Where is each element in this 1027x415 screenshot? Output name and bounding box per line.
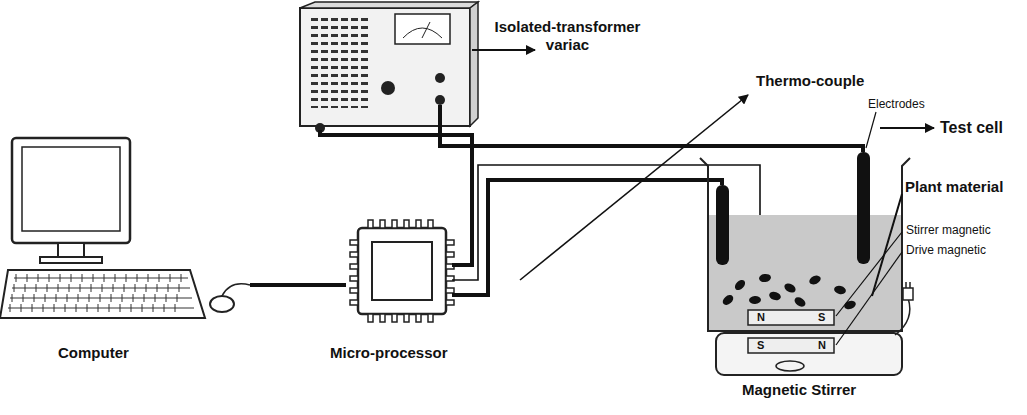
test-cell-illustration bbox=[700, 152, 913, 375]
part-label: Thermo-couple bbox=[756, 72, 864, 90]
pole-letter: S bbox=[757, 339, 764, 352]
part-label: Micro-processor bbox=[330, 344, 448, 362]
computer-illustration bbox=[0, 138, 250, 318]
pole-letter: S bbox=[818, 311, 825, 324]
part-label: Computer bbox=[58, 344, 129, 362]
part-label: Magnetic Stirrer bbox=[742, 381, 856, 399]
part-label: Stirrer magnetic bbox=[906, 223, 991, 237]
microprocessor-illustration bbox=[350, 220, 454, 322]
part-label: Drive magnetic bbox=[906, 243, 986, 257]
leader-arrow bbox=[472, 49, 535, 51]
variac-illustration bbox=[300, 2, 478, 133]
pole-letter: N bbox=[818, 339, 826, 352]
part-label: Isolated-transformer variac bbox=[485, 18, 650, 54]
part-label: Test cell bbox=[940, 118, 1003, 137]
part-label: Electrodes bbox=[868, 97, 925, 111]
pole-letter: N bbox=[757, 311, 765, 324]
part-label: Plant material bbox=[905, 178, 1003, 196]
